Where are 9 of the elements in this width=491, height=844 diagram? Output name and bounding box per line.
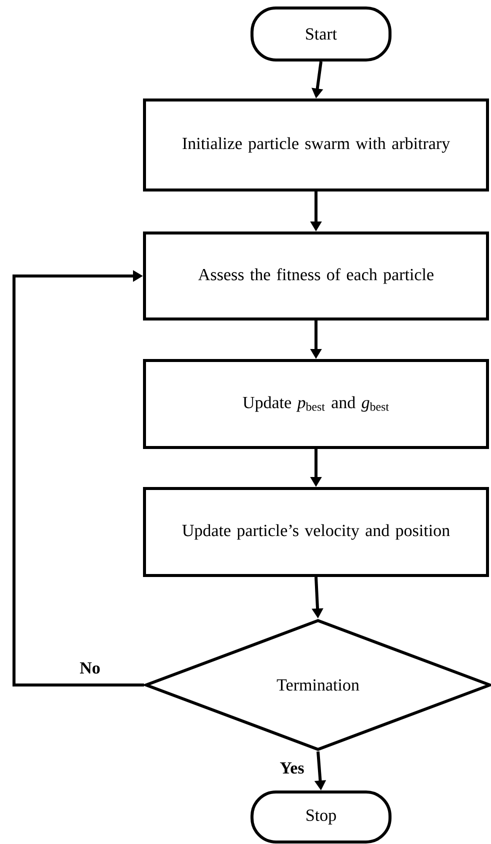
terminal-box: Start bbox=[250, 6, 392, 62]
process-box: Assess the fitness of each particle bbox=[143, 232, 489, 320]
process-box: Update p$_{best}$ and g$_{best}$ bbox=[143, 359, 489, 449]
edge-label: No bbox=[78, 661, 102, 675]
edge-label: Yes bbox=[278, 761, 306, 775]
process-box: Initialize particle swarm with arbitrary bbox=[143, 98, 489, 192]
process-box: Update particle’s velocity and position bbox=[143, 487, 489, 577]
arrow bbox=[12, 270, 144, 686]
terminal-box: Stop bbox=[250, 790, 392, 844]
